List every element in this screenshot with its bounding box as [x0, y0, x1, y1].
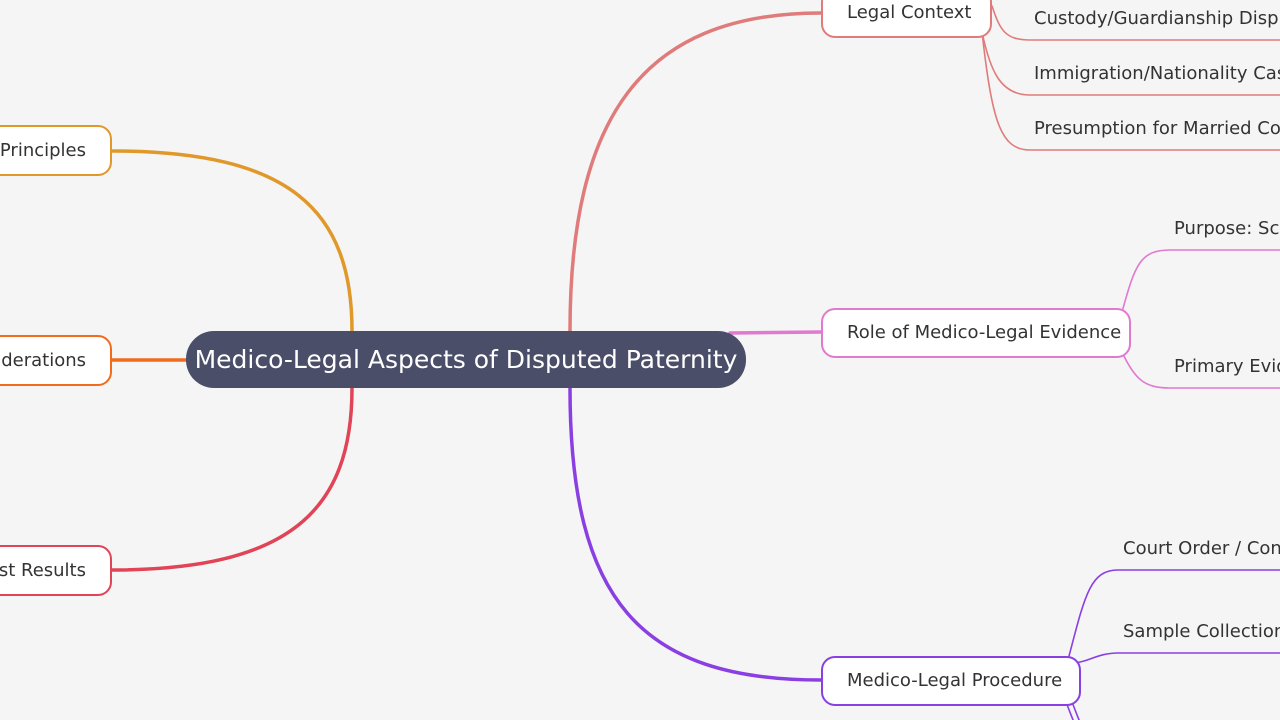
leaf-primary-evidence[interactable]: Primary Evid [1174, 356, 1280, 377]
connector-test-results [110, 386, 354, 572]
branch-label: Principles [0, 139, 86, 161]
leaf-court-order-consent[interactable]: Court Order / Cons [1123, 538, 1280, 559]
branch-medico-legal-procedure[interactable]: Medico-Legal Procedure [821, 656, 1081, 706]
connector-leaf-purpose [1121, 249, 1280, 313]
leaf-immigration-nationality[interactable]: Immigration/Nationality Case [1034, 63, 1280, 84]
branch-considerations[interactable]: derations [0, 335, 112, 386]
leaf-presumption-married-couples[interactable]: Presumption for Married Coup [1034, 118, 1280, 139]
branch-legal-context[interactable]: Legal Context [821, 0, 992, 38]
connector-leaf-primary [1121, 351, 1280, 389]
leaf-purpose[interactable]: Purpose: Scie [1174, 218, 1280, 239]
connector-leaf-immigration [981, 31, 1280, 96]
branch-label: st Results [0, 559, 86, 581]
connector-procedure [568, 386, 823, 682]
connector-legal-context [568, 11, 823, 333]
root-topic[interactable]: Medico-Legal Aspects of Disputed Paterni… [186, 331, 746, 388]
leaf-sample-collection[interactable]: Sample Collection [1123, 621, 1280, 642]
leaf-custody-guardianship[interactable]: Custody/Guardianship Disput [1034, 8, 1280, 29]
connector-leaf-presumption [981, 31, 1280, 151]
branch-label: Medico-Legal Procedure [847, 670, 1063, 691]
connector-leaf-sample [1069, 652, 1280, 664]
branch-label: Legal Context [847, 2, 972, 23]
connector-leaf-offscreen-2 [1071, 701, 1080, 720]
branch-test-results[interactable]: st Results [0, 545, 112, 596]
branch-label: derations [1, 349, 86, 371]
connector-role-evidence [728, 330, 823, 335]
connector-principles [110, 149, 354, 333]
branch-principles[interactable]: Principles [0, 125, 112, 176]
connector-leaf-court-order [1067, 569, 1280, 661]
branch-label: Role of Medico-Legal Evidence [847, 322, 1122, 343]
connector-leaf-custody [991, 5, 1280, 41]
branch-role-of-medico-legal-evidence[interactable]: Role of Medico-Legal Evidence [821, 308, 1131, 358]
